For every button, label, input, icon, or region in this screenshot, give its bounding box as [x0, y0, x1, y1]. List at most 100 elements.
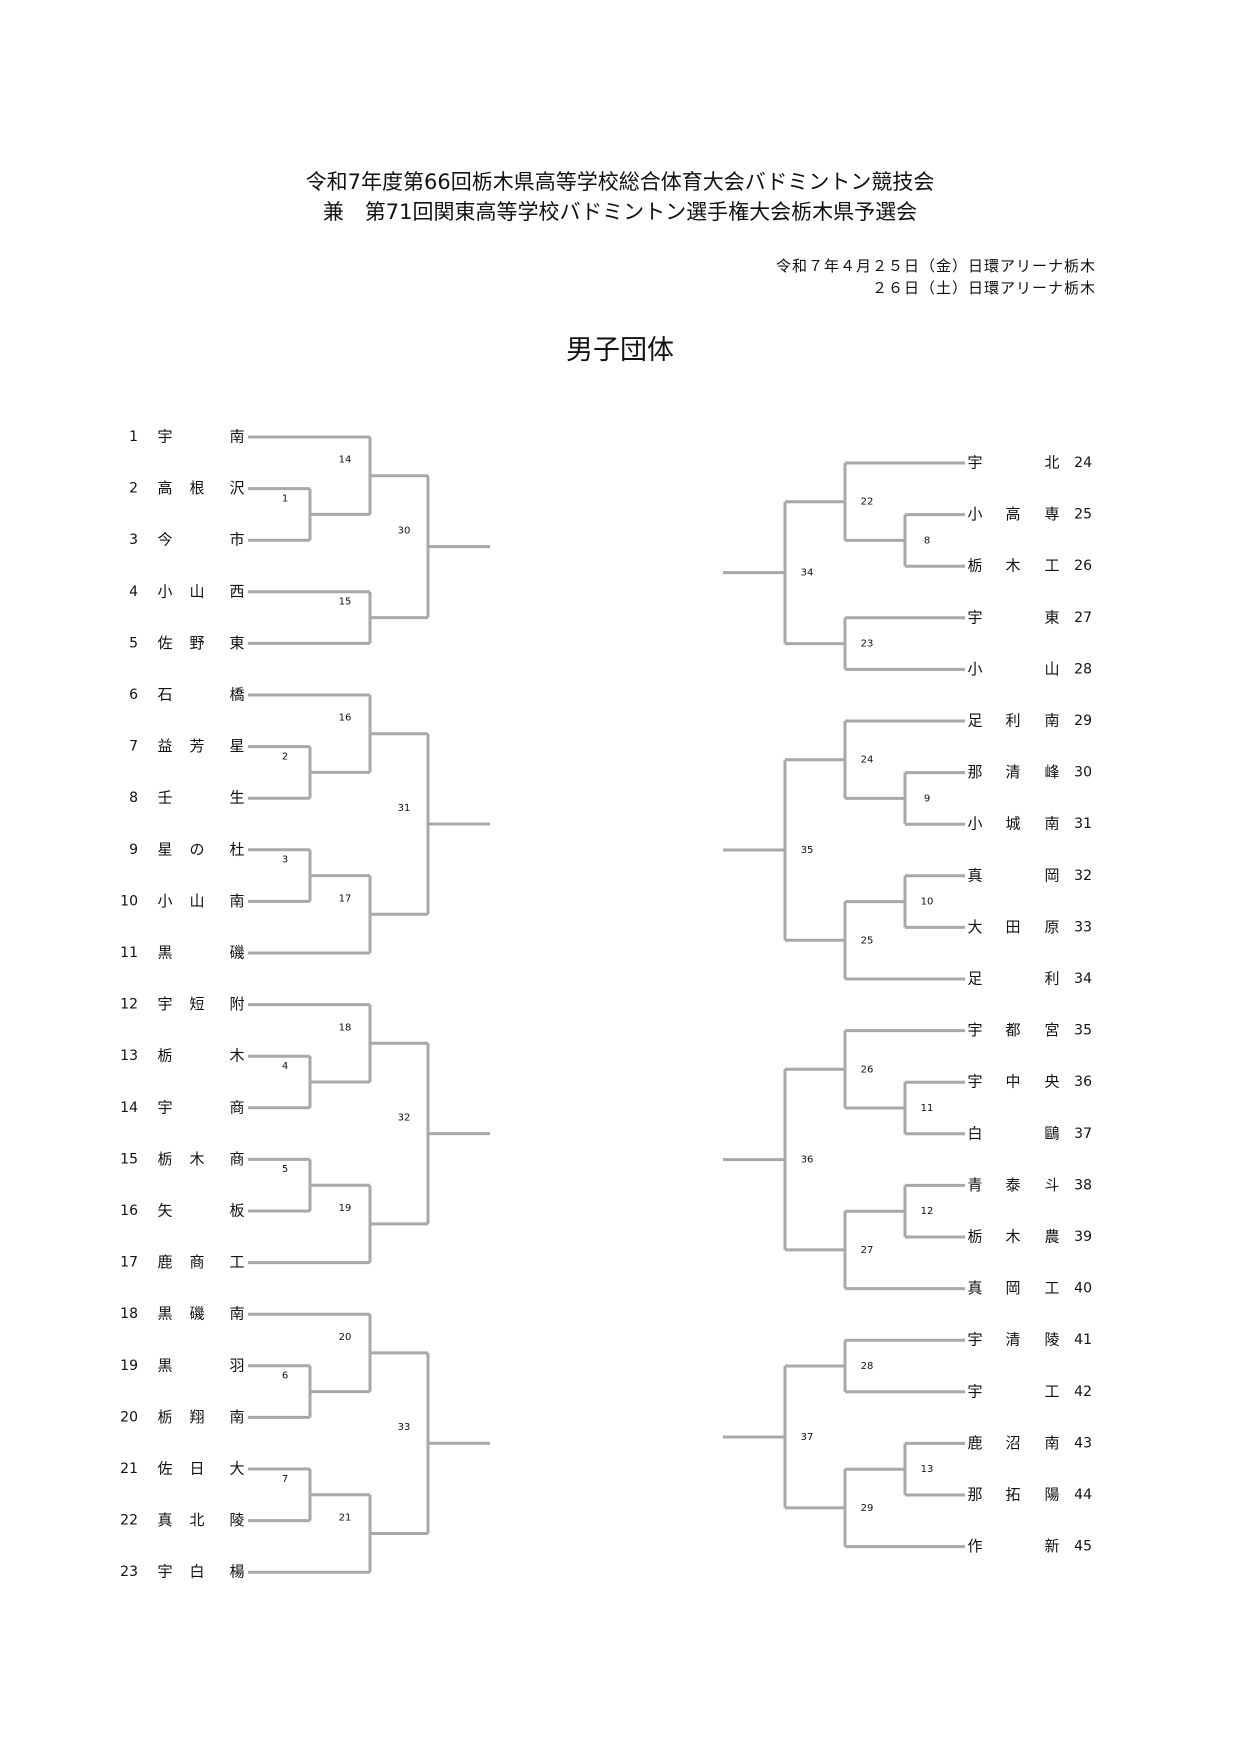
left-team-char: 南 [229, 892, 244, 910]
right-team-char: 足 [967, 970, 982, 988]
left-team-char: 西 [229, 582, 244, 600]
right-r1-9-label: 9 [924, 793, 930, 804]
left-team-char: 益 [157, 737, 172, 755]
right-team-char: 利 [1044, 970, 1059, 988]
left-team-number: 4 [129, 584, 138, 600]
left-team-number: 13 [120, 1048, 138, 1064]
right-team-number: 31 [1074, 816, 1092, 832]
left-r2-20-label: 20 [339, 1332, 352, 1343]
right-team-char: 央 [1044, 1073, 1059, 1091]
left-team-char: 星 [157, 840, 172, 858]
right-r3-36-label: 36 [801, 1155, 814, 1166]
left-team-char: 宇 [157, 1563, 172, 1581]
right-team-char: 栃 [967, 1228, 982, 1246]
right-team-char: 岡 [1044, 866, 1059, 884]
right-team-number: 32 [1074, 868, 1092, 884]
left-team-number: 17 [120, 1255, 138, 1271]
left-team-char: 宇 [157, 995, 172, 1013]
right-team-char: 清 [1005, 763, 1020, 781]
left-r1-1-label: 1 [282, 493, 288, 504]
right-team-char: 高 [1005, 505, 1020, 523]
left-team-number: 10 [120, 893, 138, 909]
left-r1-5-label: 5 [282, 1164, 288, 1175]
right-team-char: 宇 [967, 608, 982, 626]
left-team-number: 19 [120, 1358, 138, 1374]
left-r2-18-label: 18 [339, 1022, 352, 1033]
left-r1-4-label: 4 [282, 1061, 288, 1072]
left-team-char: 壬 [157, 789, 172, 807]
right-team-number: 35 [1074, 1023, 1092, 1039]
left-team-char: 商 [189, 1253, 204, 1271]
left-team-char: 黒 [157, 1356, 172, 1374]
left-team-char: 芳 [189, 737, 204, 755]
right-team-char: 農 [1044, 1228, 1059, 1246]
right-team-char: 工 [1044, 1382, 1059, 1400]
right-team-char: 清 [1005, 1331, 1020, 1349]
right-team-number: 41 [1074, 1332, 1092, 1348]
left-team-char: 小 [157, 892, 172, 910]
left-team-char: 今 [157, 531, 172, 549]
right-team-number: 28 [1074, 661, 1092, 677]
right-team-char: 那 [967, 1486, 982, 1504]
left-r2-15-label: 15 [339, 597, 352, 608]
left-team-char: 羽 [229, 1356, 244, 1374]
left-team-char: 沢 [229, 479, 244, 497]
right-team-char: 専 [1044, 505, 1059, 523]
right-team-char: 沼 [1005, 1434, 1020, 1452]
right-r1-8-label: 8 [924, 535, 930, 546]
left-team-char: 商 [229, 1098, 244, 1116]
right-team-char: 青 [967, 1176, 982, 1194]
right-team-number: 34 [1074, 971, 1092, 987]
right-team-char: 南 [1044, 712, 1059, 730]
left-team-char: 南 [229, 1305, 244, 1323]
right-team-char: 木 [1005, 557, 1020, 575]
right-team-char: 宇 [967, 1021, 982, 1039]
left-team-char: 南 [229, 428, 244, 446]
right-team-number: 25 [1074, 507, 1092, 523]
right-r1-12-label: 12 [921, 1206, 934, 1217]
left-team-char: 栃 [157, 1408, 172, 1426]
right-team-number: 30 [1074, 765, 1092, 781]
left-team-char: 楊 [229, 1563, 244, 1581]
right-team-char: 新 [1044, 1537, 1059, 1555]
right-team-char: 工 [1044, 1279, 1059, 1297]
event-title: 男子団体 [566, 335, 674, 366]
left-team-char: 宇 [157, 1098, 172, 1116]
left-team-number: 11 [120, 945, 138, 961]
left-r2-19-label: 19 [339, 1203, 352, 1214]
right-team-char: 小 [967, 505, 982, 523]
right-team-char: 真 [967, 866, 982, 884]
left-team-number: 15 [120, 1151, 138, 1167]
left-team-char: 佐 [157, 1460, 172, 1478]
right-r2-22-label: 22 [861, 497, 874, 508]
right-team-char: 栃 [967, 557, 982, 575]
left-team-number: 5 [129, 635, 138, 651]
left-team-char: 矢 [157, 1202, 172, 1220]
left-r2-16-label: 16 [339, 713, 352, 724]
left-r3-32-label: 32 [398, 1113, 411, 1124]
right-team-char: 利 [1005, 712, 1020, 730]
tournament-title-line1: 令和7年度第66回栃木県高等学校総合体育大会バドミントン競技会 [305, 170, 935, 194]
right-team-char: 宇 [967, 1382, 982, 1400]
right-team-char: 真 [967, 1279, 982, 1297]
right-team-number: 38 [1074, 1177, 1092, 1193]
right-r1-10-label: 10 [921, 897, 934, 908]
right-team-number: 33 [1074, 919, 1092, 935]
right-team-char: 北 [1044, 454, 1059, 472]
right-r1-13-label: 13 [921, 1464, 934, 1475]
right-team-number: 39 [1074, 1229, 1092, 1245]
right-team-char: 城 [1005, 815, 1020, 833]
right-team-char: 木 [1005, 1228, 1020, 1246]
right-team-char: 小 [967, 815, 982, 833]
tournament-title-line2: 兼 第71回関東高等学校バドミントン選手権大会栃木県予選会 [322, 200, 918, 224]
right-r2-25-label: 25 [861, 935, 874, 946]
left-team-char: 磯 [189, 1305, 204, 1323]
left-r2-21-label: 21 [339, 1513, 352, 1524]
right-team-char: 斗 [1044, 1176, 1059, 1194]
left-team-char: 日 [189, 1460, 204, 1478]
right-team-char: 那 [967, 763, 982, 781]
left-r3-31-label: 31 [398, 803, 411, 814]
left-team-number: 22 [120, 1513, 138, 1529]
right-team-char: 田 [1005, 918, 1020, 936]
